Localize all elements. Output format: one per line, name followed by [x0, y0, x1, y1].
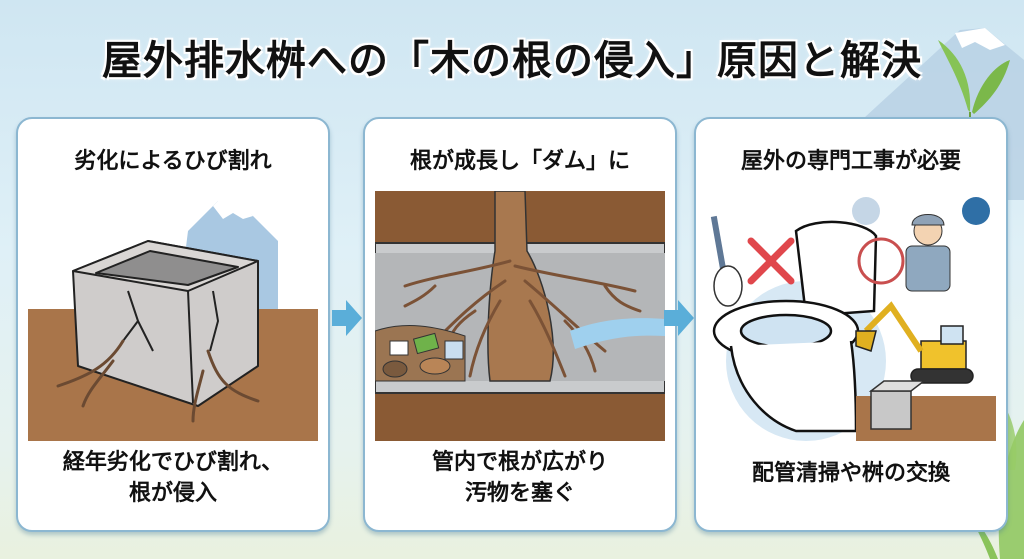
- card-heading: 劣化によるひび割れ: [74, 149, 272, 174]
- cross-mark-icon: [747, 237, 795, 285]
- card-solution: 屋外の専門工事が必要: [694, 117, 1008, 532]
- drain-machine-badge-icon: [852, 197, 880, 225]
- toilet-icon: [712, 220, 878, 433]
- page-title: 屋外排水桝への「木の根の侵入」原因と解決: [102, 38, 922, 84]
- debris-icon: [375, 325, 466, 382]
- card-problem: 根が成長し「ダム」に 管内で根が広がり 汚物を塞ぐ: [363, 117, 677, 532]
- card-description: 配管清掃や桝の交換: [751, 461, 950, 487]
- toilet-brush-icon: [710, 215, 743, 307]
- card-heading: 屋外の専門工事が必要: [740, 149, 961, 174]
- arrow-right-icon: [664, 300, 694, 336]
- card-cause: 劣化によるひび割れ 経年劣化でひび割れ、 根が侵入: [16, 117, 330, 532]
- water-flow: [570, 318, 665, 349]
- roots-icon: [56, 339, 260, 423]
- card-description: 管内で根が広がり 汚物を塞ぐ: [431, 450, 608, 507]
- worker-icon: [857, 214, 951, 292]
- roots-blocking-pipe-illustration: [375, 191, 665, 441]
- cracked-catch-basin-illustration: [28, 199, 318, 441]
- catch-basin-icon: [868, 380, 927, 430]
- excavator-icon: [855, 301, 974, 384]
- card-heading: 根が成長し「ダム」に: [409, 149, 630, 174]
- professional-work-illustration: [710, 197, 996, 441]
- arrow-right-icon: [332, 300, 362, 336]
- card-description: 経年劣化でひび割れ、 根が侵入: [62, 450, 284, 507]
- worker-badge-icon: [962, 197, 990, 225]
